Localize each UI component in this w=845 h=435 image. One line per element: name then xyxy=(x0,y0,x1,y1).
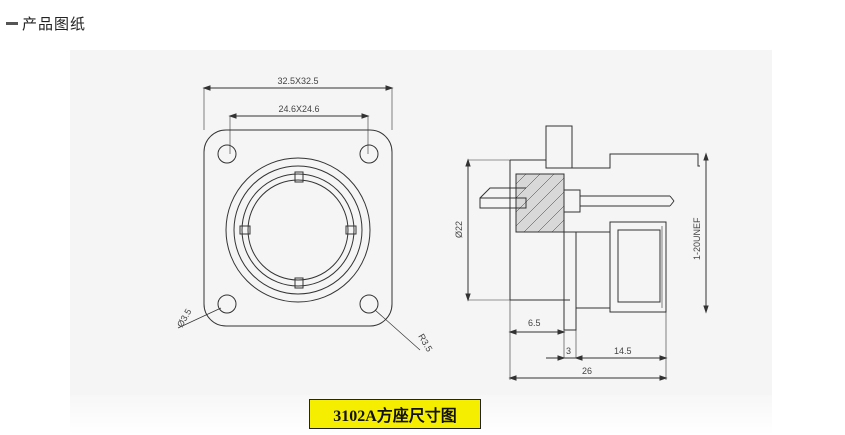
section-title: 产品图纸 xyxy=(22,15,87,33)
technical-drawing: 32.5X32.5 24.6X24.6 Ø3.5 R3.5 Ø22 1-20UN… xyxy=(70,50,772,395)
dim-radius: R3.5 xyxy=(416,332,434,353)
front-view xyxy=(177,85,421,351)
dim-holes: 24.6X24.6 xyxy=(278,104,319,114)
dim-thread: 1-20UNEF xyxy=(692,217,702,260)
header-dash-icon xyxy=(6,21,18,25)
caption-text: 3102A方座尺寸图 xyxy=(333,408,457,425)
dim-c: 14.5 xyxy=(614,346,632,356)
dim-b: 3 xyxy=(566,346,571,356)
dim-total: 26 xyxy=(582,366,592,376)
side-view xyxy=(465,125,709,381)
dim-outer: 32.5X32.5 xyxy=(277,76,318,86)
dim-a: 6.5 xyxy=(528,318,541,328)
section-header: 产品图纸 xyxy=(6,12,86,34)
dim-body-dia: Ø22 xyxy=(454,221,464,238)
drawing-caption: 3102A方座尺寸图 xyxy=(309,399,481,429)
dim-hole-dia: Ø3.5 xyxy=(175,307,193,329)
